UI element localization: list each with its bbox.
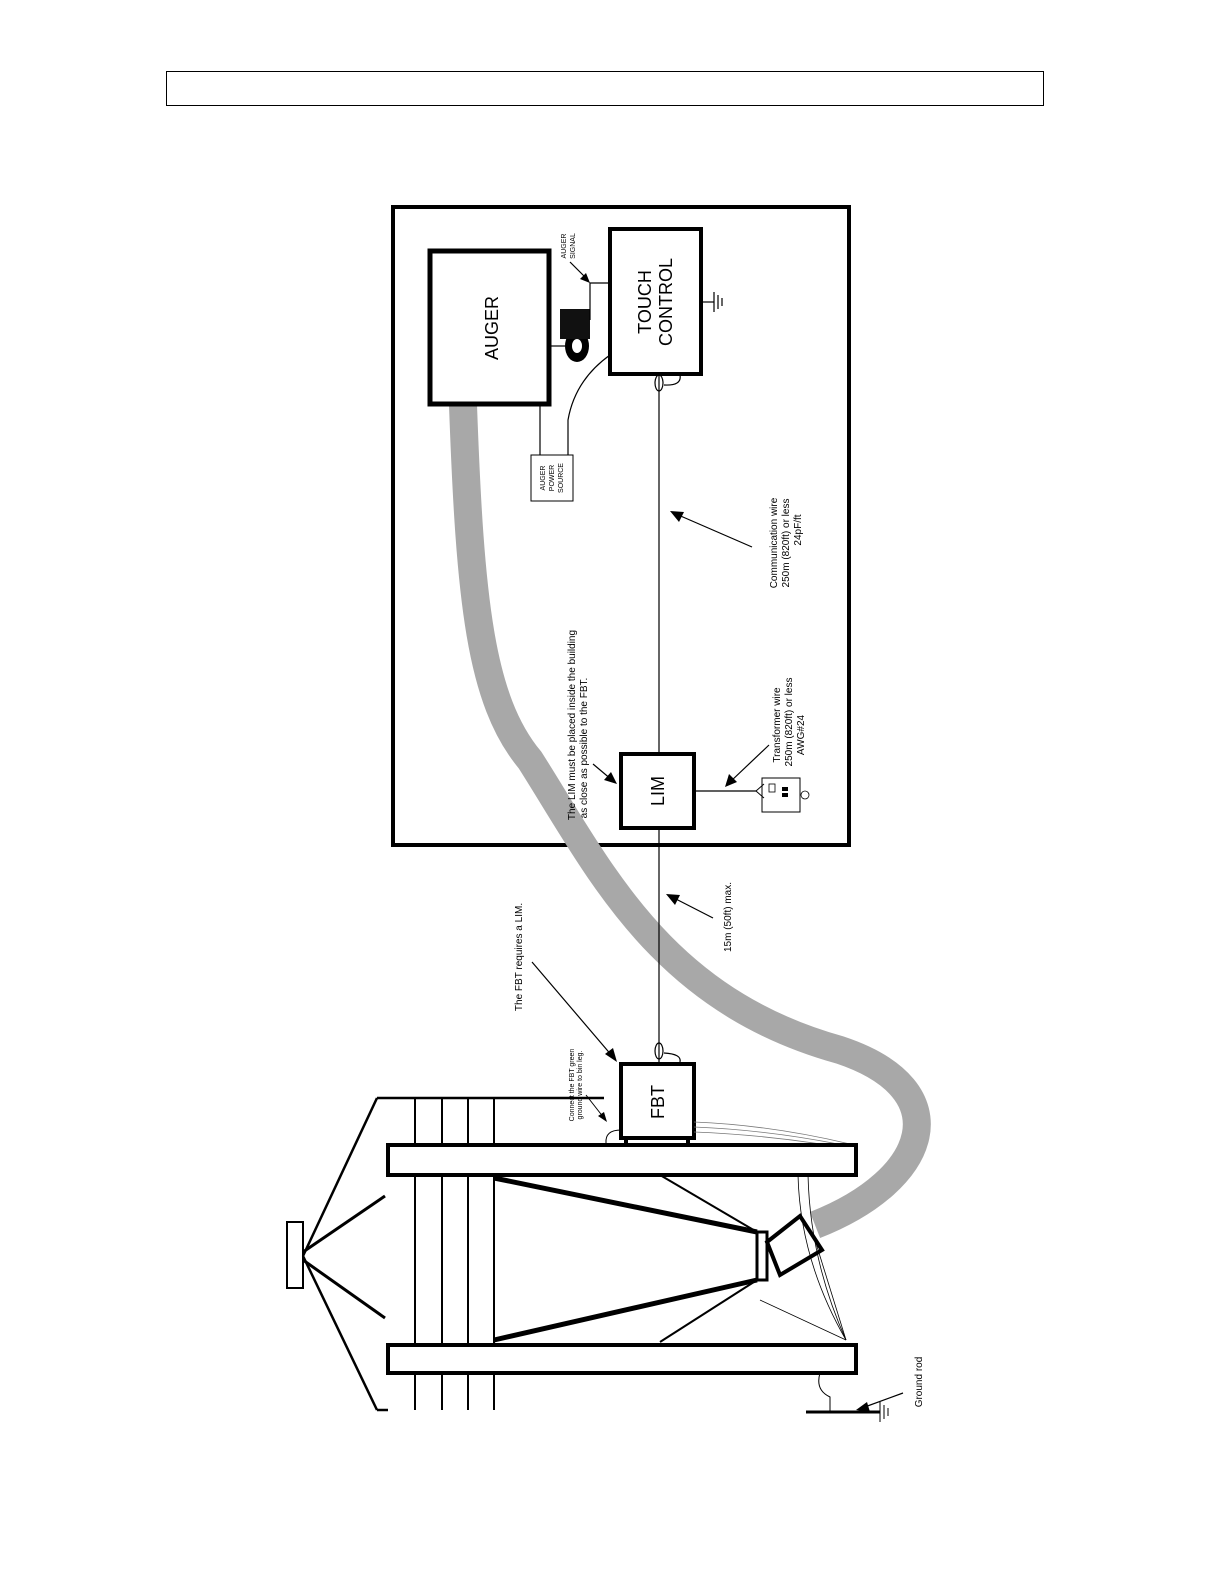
ground-symbol-icon	[701, 292, 723, 312]
auger-signal-label-line1: AUGER	[561, 234, 568, 259]
feed-hose	[449, 404, 931, 1239]
fbt-box: FBT	[619, 1062, 696, 1144]
auger-power-label-line1: AUGER	[540, 466, 547, 491]
max-distance-arrow	[671, 896, 714, 919]
lim-note-line2: as close as possible to the FBT.	[579, 678, 590, 819]
feed-bin-icon	[286, 1096, 858, 1412]
auger-signal-wire	[589, 282, 610, 320]
communication-wire-arrow	[675, 513, 753, 548]
ground-rod	[806, 1372, 889, 1422]
transformer-wire-arrow	[729, 744, 770, 783]
touch-control-label-line1: TOUCH	[635, 270, 655, 334]
transformer-wire-label-line2: 250m (820ft) or less	[784, 678, 795, 767]
auger-label: AUGER	[482, 296, 502, 360]
communication-wire-label-line3: 24pF/ft	[793, 514, 804, 545]
fbt-ground-note-line1: Connect the FBT green	[569, 1049, 576, 1122]
auger-power-wire-2	[567, 354, 611, 455]
power-outlet-icon	[755, 777, 810, 813]
fbt-ground-wire	[605, 1129, 622, 1144]
auger-power-source-box	[530, 454, 574, 502]
touch-control-box: TOUCH CONTROL	[608, 227, 703, 376]
communication-wire-label-line2: 250m (820ft) or less	[781, 499, 792, 588]
ground-rod-label: Ground rod	[914, 1357, 925, 1408]
transformer-wire-label-line3: AWG#24	[796, 714, 807, 755]
fbt-note: The FBT requires a LIM.	[514, 903, 525, 1011]
transformer-wire-label-line1: Transformer wire	[772, 687, 783, 763]
auger-power-label-line3: SOURCE	[558, 463, 565, 493]
touch-control-label-line2: CONTROL	[656, 258, 676, 346]
ground-rod-arrow	[861, 1392, 904, 1409]
auger-box: AUGER	[427, 248, 552, 407]
lim-note-line1: The LIM must be placed inside the buildi…	[567, 630, 578, 820]
auger-power-label-line2: POWER	[549, 465, 556, 491]
bin-cables	[759, 1174, 847, 1341]
lim-box: LIM	[619, 752, 696, 830]
header-bar	[166, 71, 1044, 106]
max-distance-label: 15m (50ft) max.	[723, 882, 734, 952]
building-outline	[391, 205, 851, 847]
communication-wire-label-line1: Communication wire	[769, 497, 780, 588]
fbt-label: FBT	[648, 1085, 668, 1119]
lim-label: LIM	[648, 776, 668, 806]
fbt-ground-note-line2: ground wire to bin leg.	[577, 1051, 584, 1120]
auger-signal-label-line2: SIGNAL	[570, 233, 577, 259]
fbt-note-arrow	[531, 961, 614, 1058]
auger-motor-icon	[549, 309, 590, 362]
ferrite-fbt	[654, 1042, 664, 1060]
